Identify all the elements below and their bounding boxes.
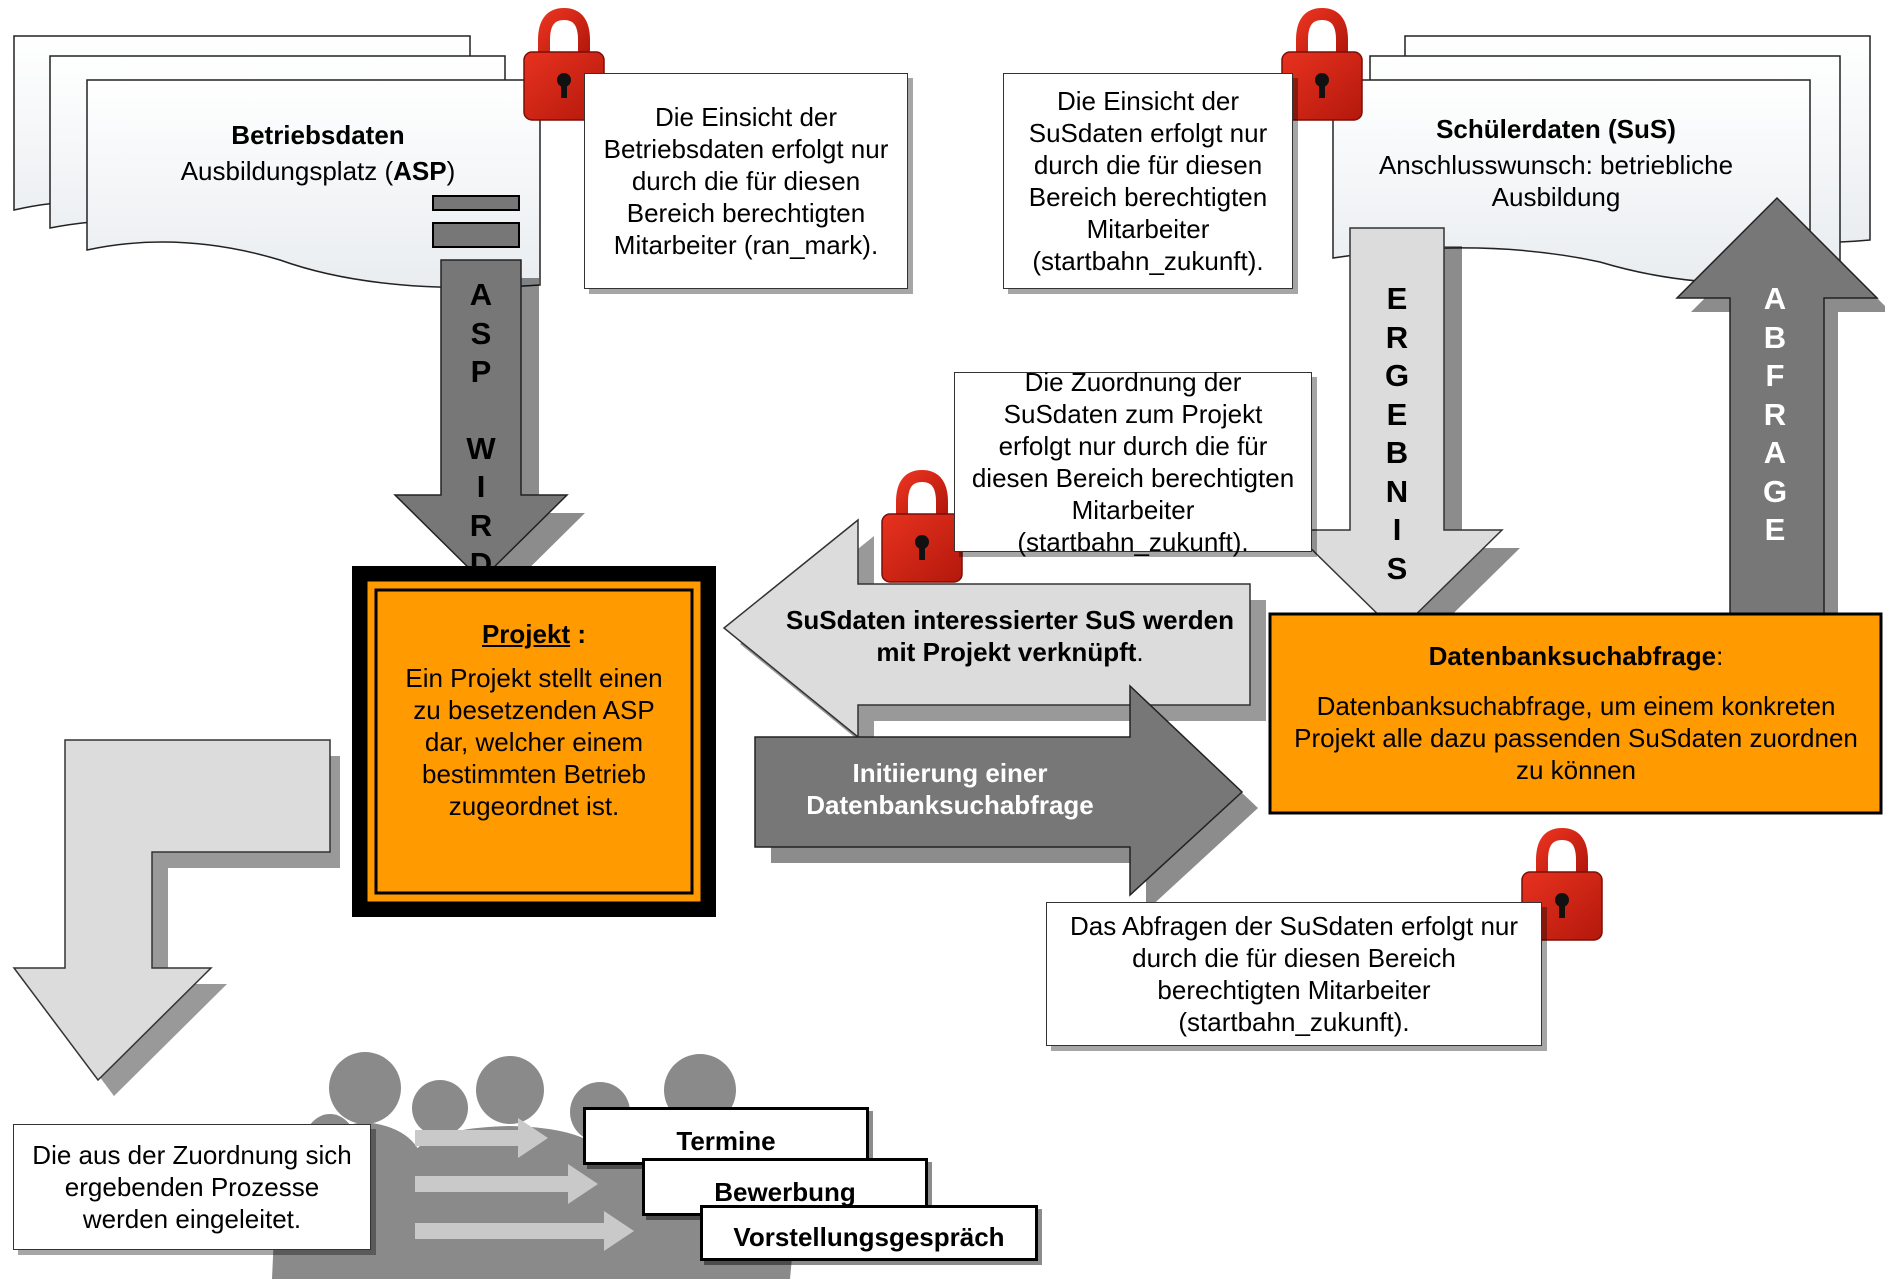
- datenbank-box-frame: [1268, 612, 1883, 815]
- datenbank-title-text: Datenbanksuchabfrage: [1428, 641, 1717, 671]
- note-abfragen: Das Abfragen der SuSdaten erfolgt nur du…: [1046, 902, 1542, 1046]
- projekt-title: Projekt :: [396, 618, 672, 650]
- note-text: Die aus der Zuordnung sich ergebenden Pr…: [32, 1140, 352, 1234]
- initiierung-line2: Datenbanksuchabfrage: [806, 790, 1094, 820]
- initiierung-arrow: [754, 684, 1258, 911]
- arrow-letter: R: [1763, 396, 1787, 432]
- arrow-letter: P: [470, 354, 492, 389]
- datenbank-title-suffix: :: [1716, 641, 1724, 671]
- subtitle-suffix: ): [446, 156, 456, 186]
- projekt-title-suffix: :: [570, 619, 587, 649]
- arrow-letter: G: [1384, 358, 1410, 393]
- subtitle-prefix: Ausbildungsplatz (: [180, 156, 394, 186]
- arrow-letter: R: [1385, 319, 1409, 355]
- datenbank-box: Datenbanksuchabfrage: Datenbanksuchabfra…: [1290, 640, 1862, 786]
- abfrage-label: A B F R A G E: [1752, 280, 1798, 550]
- arrow-letter: I: [1392, 512, 1402, 547]
- projekt-title-text: Projekt: [481, 619, 571, 649]
- tag-vorstellungsgespraech: Vorstellungsgespräch: [700, 1205, 1038, 1261]
- note-prozesse: Die aus der Zuordnung sich ergebenden Pr…: [13, 1124, 371, 1250]
- arrow-letter: W: [466, 430, 496, 466]
- arrow-letter: A: [1763, 281, 1787, 316]
- schuelerdaten-doc: Schülerdaten (SuS) Anschlusswunsch: betr…: [1340, 114, 1772, 213]
- arrow-letter: E: [1764, 512, 1786, 547]
- verknuepft-text: SuSdaten interessierter SuS werden mit P…: [786, 605, 1234, 667]
- betriebsdaten-title: Betriebsdaten: [231, 120, 405, 150]
- arrow-letter: E: [1386, 396, 1408, 432]
- arrow-letter: N: [1385, 473, 1409, 509]
- initiierung-line1: Initiierung einer: [852, 758, 1048, 788]
- ergebnis-arrow: [1290, 227, 1520, 651]
- prozess-arrow: [12, 739, 340, 1096]
- arrow-letter: S: [470, 315, 492, 351]
- asp-wird-label: A S P W I R D: [458, 276, 504, 584]
- lock-icon: [1521, 827, 1603, 941]
- schuelerdaten-line1: Anschlusswunsch: betriebliche: [1378, 150, 1734, 180]
- lock-icon: [881, 469, 963, 583]
- arrow-letter: I: [476, 469, 486, 504]
- projekt-box-frame: [352, 566, 716, 917]
- arrow-letter: A: [1763, 435, 1787, 470]
- betriebsdaten-subtitle: Ausbildungsplatz (ASP): [140, 155, 496, 187]
- verknuepft-end: .: [1136, 637, 1144, 667]
- arrow-letter: A: [469, 277, 493, 312]
- tag-label: Vorstellungsgespräch: [733, 1222, 1005, 1252]
- connector-bar: [432, 195, 520, 211]
- note-text: Die Einsicht der Betriebsdaten erfolgt n…: [603, 102, 889, 260]
- asp-wird-arrow: [393, 259, 585, 598]
- arrow-letter: F: [1765, 358, 1785, 393]
- ergebnis-label: E R G E B N I S: [1374, 280, 1420, 588]
- note-text: Das Abfragen der SuSdaten erfolgt nur du…: [1069, 911, 1519, 1037]
- tag-label: Termine: [676, 1126, 776, 1156]
- arrow-letter: D: [469, 546, 493, 581]
- arrow-letter: S: [1386, 550, 1408, 586]
- note-text: Die Zuordnung der SuSdaten zum Projekt e…: [971, 367, 1295, 557]
- betriebsdaten-doc: Betriebsdaten Ausbildungsplatz (ASP): [140, 120, 496, 187]
- arrow-letter: G: [1762, 473, 1788, 509]
- note-text: Die Einsicht der SuSdaten erfolgt nur du…: [1028, 86, 1268, 276]
- tag-label: Bewerbung: [714, 1177, 856, 1207]
- subtitle-bold: ASP: [393, 156, 447, 186]
- arrow-letter: E: [1386, 281, 1408, 316]
- datenbank-title: Datenbanksuchabfrage:: [1290, 640, 1862, 672]
- initiierung-label: Initiierung einer Datenbanksuchabfrage: [770, 757, 1130, 821]
- document-stack-icon: [13, 35, 541, 289]
- arrow-letter: B: [1763, 319, 1787, 355]
- schuelerdaten-line2: Ausbildung: [1491, 182, 1621, 212]
- verknuepft-label: SuSdaten interessierter SuS werden mit P…: [770, 604, 1250, 668]
- note-einsicht-betrieb: Die Einsicht der Betriebsdaten erfolgt n…: [584, 73, 908, 289]
- projekt-box: Projekt : Ein Projekt stellt einen zu be…: [396, 618, 672, 822]
- tag-termine: Termine: [583, 1107, 869, 1165]
- document-stack-icon: [1332, 35, 1871, 285]
- schuelerdaten-title: Schülerdaten (SuS): [1436, 114, 1676, 144]
- arrow-letter: R: [469, 507, 493, 543]
- arrow-letter: B: [1385, 435, 1409, 470]
- connector-bar: [432, 222, 520, 248]
- lock-icon: [1281, 7, 1363, 121]
- note-zuordnung: Die Zuordnung der SuSdaten zum Projekt e…: [954, 367, 1312, 557]
- projekt-text: Ein Projekt stellt einen zu besetzenden …: [405, 663, 663, 821]
- small-arrow: [415, 1118, 634, 1251]
- note-einsicht-sus: Die Einsicht der SuSdaten erfolgt nur du…: [1003, 73, 1293, 289]
- datenbank-text: Datenbanksuchabfrage, um einem konkreten…: [1294, 691, 1858, 785]
